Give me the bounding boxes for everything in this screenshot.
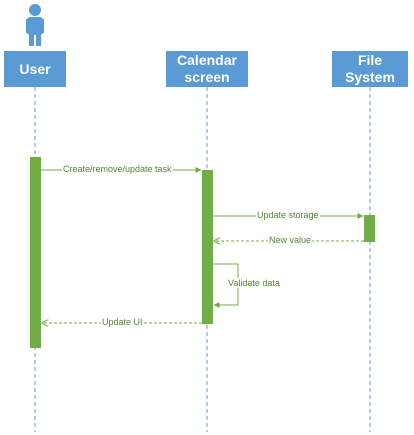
message-new-value-label: New value xyxy=(268,235,313,245)
actor-user-box: User xyxy=(4,51,66,87)
user-actor-icon xyxy=(26,4,44,46)
message-update-ui-label: Update UI xyxy=(101,317,144,327)
activation-calendar xyxy=(202,170,213,324)
activation-user xyxy=(30,157,41,348)
actor-filesystem-label: File System xyxy=(345,52,395,85)
actor-filesystem-box: File System xyxy=(332,51,408,87)
message-update-storage-label: Update storage xyxy=(256,210,320,220)
message-validate-data-label: Validate data xyxy=(227,278,281,288)
actor-calendar-label: Calendar screen xyxy=(177,52,237,85)
message-create-label: Create/remove/update task xyxy=(62,164,173,174)
actor-calendar-box: Calendar screen xyxy=(166,51,248,87)
activation-filesystem xyxy=(364,215,375,242)
actor-user-label: User xyxy=(19,60,51,77)
